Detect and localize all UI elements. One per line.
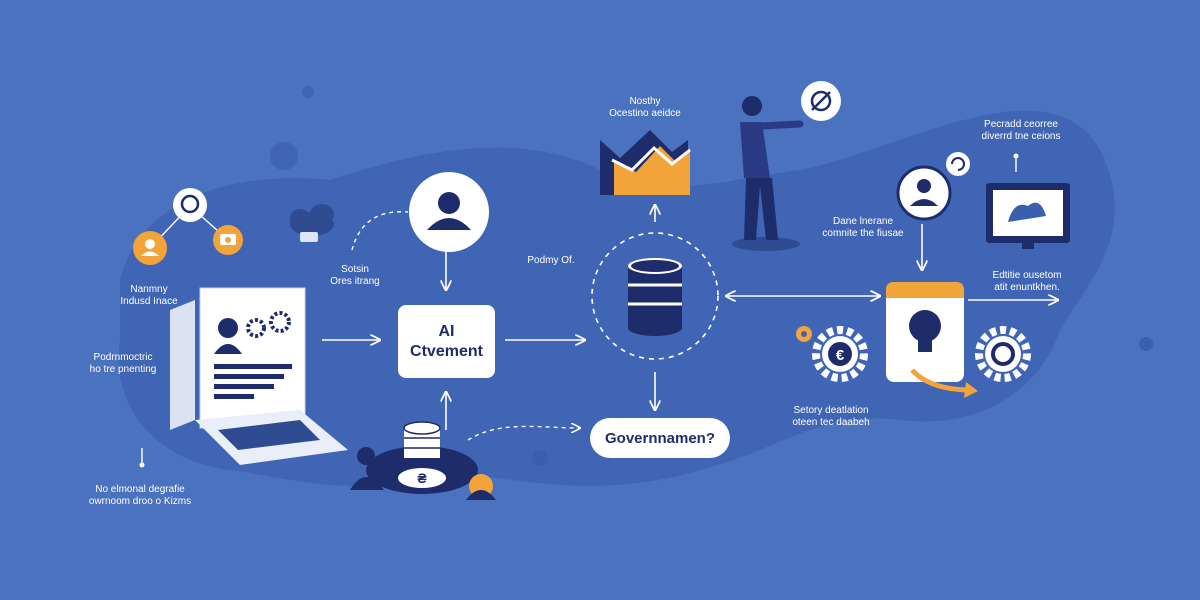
annotation-source: Sotsin Ores itrang (320, 264, 390, 288)
annotation-line: Edtitie ousetom (992, 270, 1062, 281)
ai-node-subtitle: Ctvement (410, 342, 483, 360)
annotation-line: Dane lnerane (832, 216, 894, 227)
annotation-line: diverrd tne ceions (981, 131, 1061, 142)
person-circle-icon (409, 172, 489, 252)
annotation-chart: Nosthy Ocestino aeidce (600, 96, 690, 120)
gear-icon (246, 318, 266, 338)
euro-gear-icon: € (812, 326, 868, 382)
annotation-line: Ocestino aeidce (609, 108, 681, 119)
annotation-line: oteen tec daabeh (792, 417, 870, 428)
annotation-line: Setory deatlation (793, 405, 869, 416)
user-circle-icon (896, 165, 952, 221)
lightbulb-icon (909, 310, 941, 342)
settings-gear-icon (975, 326, 1031, 382)
annotation-line: Nosthy (629, 96, 661, 107)
monitor-icon (986, 183, 1070, 249)
dashed-connector-governance (467, 426, 580, 441)
coin-stack-illustration: ₴ (350, 421, 496, 500)
database-node[interactable] (591, 232, 719, 360)
standing-person-illustration (732, 81, 841, 251)
gear-icon (269, 311, 291, 333)
annotation-line: comnite the fiusae (822, 228, 904, 239)
laptop-illustration (170, 287, 348, 465)
person-left (357, 447, 375, 465)
euro-symbol: € (836, 347, 845, 364)
annotation-line: owrnoom droo o Kizms (88, 496, 192, 507)
lightbulb-card (886, 282, 978, 398)
mountain-chart-icon (600, 130, 691, 195)
decor-dot (532, 450, 548, 466)
ai-node-title: AI (438, 322, 455, 340)
annotation-right-top: Pecradd ceorree diverrd tne ceions (966, 119, 1076, 143)
refresh-bubble-icon (946, 152, 970, 176)
annotation-line: No elmonal degrafie (95, 484, 185, 495)
governance-label: Governnamen? (604, 429, 716, 447)
annotation-policy: Podmy Of. (516, 255, 586, 267)
decor-dot (1139, 337, 1153, 351)
pin-dot (139, 462, 145, 468)
annotation-line: Nanmny (130, 284, 168, 295)
annotation-line: Ores itrang (330, 276, 380, 287)
annotation-bottom-right: Setory deatlation oteen tec daabeh (776, 405, 886, 429)
background-blob (118, 110, 1115, 486)
decor-dot (302, 86, 314, 98)
annotation-left-top: Nanmny Indusd Inace (104, 284, 194, 308)
annotation-left-mid: Podrnmoctric ho tre pnenting (68, 352, 178, 376)
annotation-right-mid: Edtitie ousetom atit enuntkhen. (972, 270, 1082, 294)
coin-symbol: ₴ (417, 470, 427, 486)
annotation-line: Sotsin (341, 264, 369, 275)
annotation-data: Dane lnerane comnite the fiusae (808, 216, 918, 240)
network-icon-group (133, 188, 243, 265)
document-page (199, 287, 306, 429)
annotation-line: atit enuntkhen. (994, 282, 1060, 293)
decor-dot (270, 142, 298, 170)
annotation-line: Pecradd ceorree (984, 119, 1058, 130)
dashed-connector (351, 211, 409, 251)
annotation-line: ho tre pnenting (89, 364, 157, 375)
annotation-line: Podrnmoctric (93, 352, 153, 363)
annotation-line: Podmy Of. (527, 255, 575, 266)
small-orange-gear-icon (796, 326, 812, 342)
pin-dot (1013, 153, 1019, 159)
governance-node[interactable]: Governnamen? (590, 418, 730, 458)
annotation-left-bottom: No elmonal degrafie owrnoom droo o Kizms (70, 484, 210, 508)
cloud-icon (290, 204, 334, 242)
chat-bubble-icon (173, 188, 207, 222)
annotation-line: Indusd Inace (120, 296, 178, 307)
ai-center-node[interactable]: AI Ctvement (398, 305, 495, 378)
